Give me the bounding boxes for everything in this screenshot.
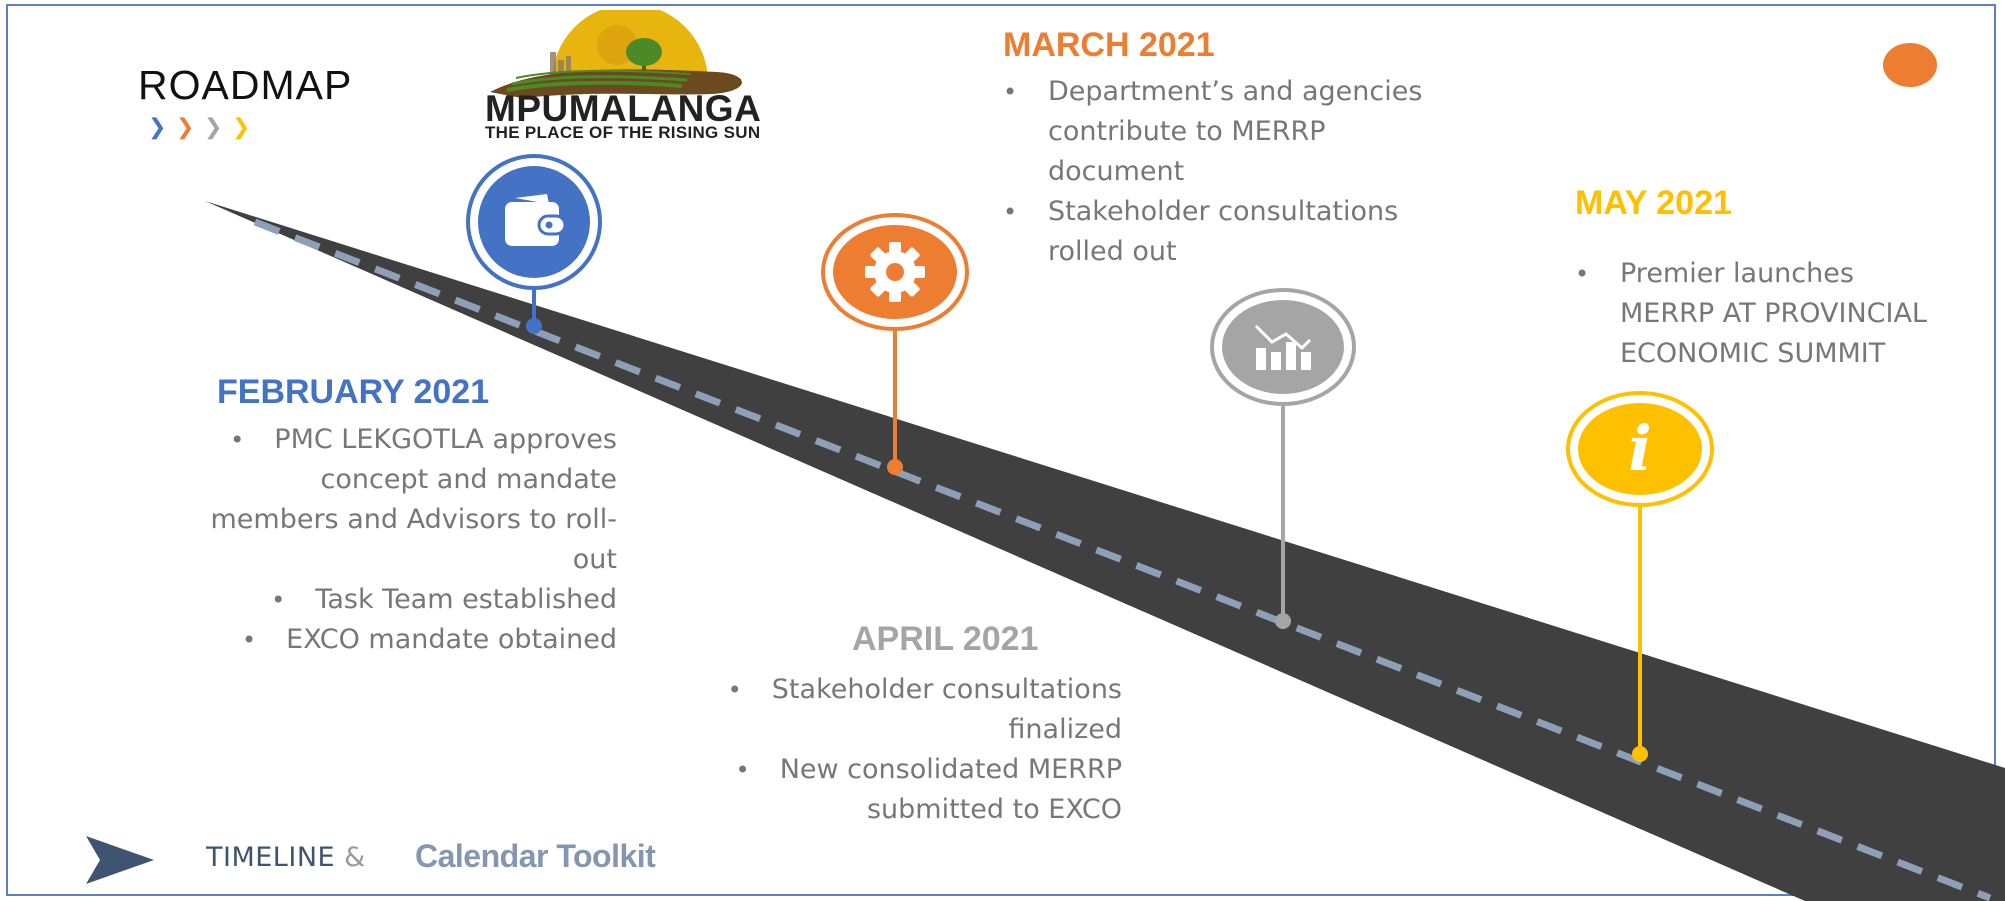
chevron-icon: ❯ <box>204 115 223 140</box>
bar-chart-icon <box>1254 324 1312 370</box>
footer-ampersand: & <box>344 842 366 873</box>
mpumalanga-logo <box>490 10 742 98</box>
april-heading: APRIL 2021 <box>852 620 1039 658</box>
list-item: PMC LEKGOTLA approves concept and mandat… <box>185 420 617 580</box>
february-items: PMC LEKGOTLA approves concept and mandat… <box>185 420 617 660</box>
wallet-icon <box>505 194 567 246</box>
may-road-marker <box>1632 746 1648 762</box>
roadmap-title: ROADMAP <box>138 62 353 108</box>
may-heading: MAY 2021 <box>1575 184 1732 222</box>
march-road-marker <box>887 459 903 475</box>
february-pin <box>466 154 602 290</box>
info-icon: i <box>1628 412 1652 485</box>
february-road-marker <box>526 318 542 334</box>
april-items: Stakeholder consultations finalized New … <box>690 670 1122 830</box>
april-stem <box>1281 406 1285 618</box>
footer-arrow-icon <box>86 836 154 884</box>
logo-tagline: THE PLACE OF THE RISING SUN <box>485 123 761 142</box>
may-stem <box>1638 505 1642 751</box>
footer-timeline-text: TIMELINE <box>206 842 336 873</box>
april-pin <box>1210 288 1356 406</box>
february-heading: FEBRUARY 2021 <box>217 373 490 411</box>
slide-frame <box>6 4 1996 896</box>
list-item: Task Team established <box>185 580 617 620</box>
february-pin-circle <box>478 166 590 278</box>
may-items: Premier launches MERRP AT PROVINCIAL ECO… <box>1575 254 1955 374</box>
may-pin: i <box>1566 391 1714 507</box>
road-center-dashes <box>253 218 1992 901</box>
march-pin-circle <box>833 225 957 319</box>
list-item: Stakeholder consultations rolled out <box>1003 192 1423 272</box>
april-road-marker <box>1275 613 1291 629</box>
chevron-icon: ❯ <box>148 115 167 140</box>
list-item: Stakeholder consultations finalized <box>690 670 1122 750</box>
chevron-icon: ❯ <box>232 115 251 140</box>
list-item: EXCO mandate obtained <box>185 620 617 660</box>
march-stem <box>893 331 897 461</box>
footer-timeline-label: TIMELINE & <box>206 842 366 873</box>
march-heading: MARCH 2021 <box>1003 26 1215 64</box>
list-item: New consolidated MERRP submitted to EXCO <box>690 750 1122 830</box>
footer-toolkit-label: Calendar Toolkit <box>415 838 656 874</box>
april-pin-circle <box>1222 300 1344 394</box>
march-items: Department’s and agencies contribute to … <box>1003 72 1423 272</box>
gear-icon <box>865 242 925 302</box>
decorative-dot <box>1883 43 1937 87</box>
march-pin <box>821 213 969 331</box>
list-item: Premier launches MERRP AT PROVINCIAL ECO… <box>1575 254 1955 374</box>
february-stem <box>532 290 536 326</box>
chevron-icon: ❯ <box>176 115 195 140</box>
list-item: Department’s and agencies contribute to … <box>1003 72 1423 192</box>
title-chevrons: ❯ ❯ ❯ ❯ <box>148 115 258 140</box>
logo-wordmark: MPUMALANGA <box>485 88 762 129</box>
may-pin-circle: i <box>1578 403 1702 495</box>
